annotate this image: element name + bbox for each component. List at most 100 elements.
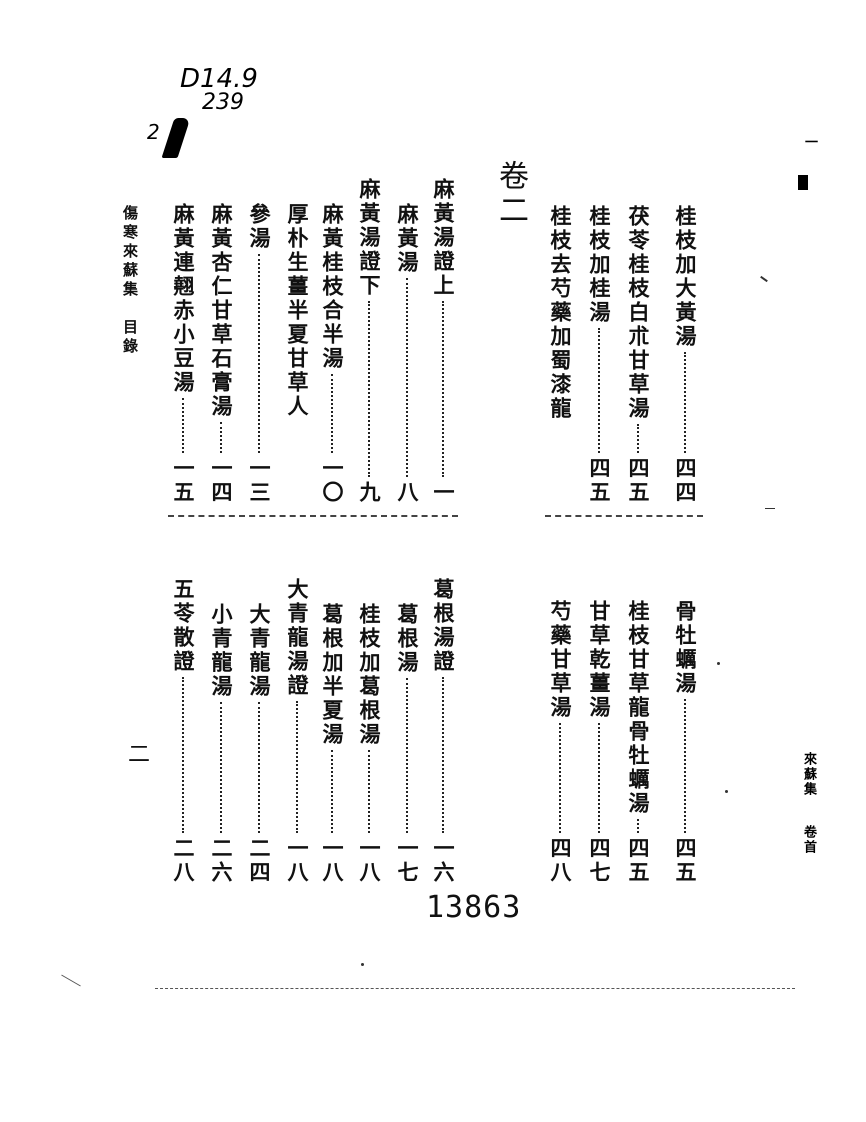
dot-leader xyxy=(258,702,260,833)
page-number: 一〇 xyxy=(320,457,345,505)
page-number: 一四 xyxy=(209,457,234,505)
entry-title: 葛根加半夏湯 xyxy=(320,603,345,747)
handwritten-note-line2: 239 xyxy=(202,90,244,115)
page-number: 一六 xyxy=(431,837,456,885)
entry-title: 參湯 xyxy=(247,203,272,251)
scan-speck xyxy=(717,662,720,665)
dot-leader xyxy=(598,328,600,453)
page-number: 一七 xyxy=(395,837,420,885)
right-margin-label-1: 來蘇集 xyxy=(801,752,816,797)
dot-leader xyxy=(442,301,444,477)
toc-entry: 葛根湯 一七 xyxy=(394,603,420,885)
page-number: 八 xyxy=(395,481,420,505)
section-divider-left xyxy=(168,515,458,517)
page-number: 一八 xyxy=(320,837,345,885)
dot-leader xyxy=(220,422,222,453)
entry-title: 麻黃桂枝合半湯 xyxy=(320,203,345,371)
handwritten-note-line3: 2 xyxy=(147,120,160,144)
dot-leader xyxy=(406,278,408,477)
entry-title: 大青龍湯 xyxy=(247,603,272,699)
toc-entry: 五苓散證 二八 xyxy=(170,578,196,885)
entry-title: 芍藥甘草湯 xyxy=(548,600,573,720)
dot-leader xyxy=(258,254,260,453)
page-number: 一五 xyxy=(171,457,196,505)
volume-heading: 卷二 xyxy=(493,160,528,228)
entry-title: 桂枝甘草龍骨牡蠣湯 xyxy=(626,600,651,816)
page-number: 四四 xyxy=(673,457,698,505)
entry-title: 小青龍湯 xyxy=(209,603,234,699)
toc-entry: 小青龍湯 二六 xyxy=(208,603,234,885)
right-margin-top-mark: 一 xyxy=(802,135,817,150)
toc-entry: 麻黃湯 八 xyxy=(394,203,420,505)
entry-title: 葛根湯證 xyxy=(431,578,456,674)
dot-leader xyxy=(637,819,639,833)
dot-leader xyxy=(684,352,686,453)
dot-leader xyxy=(182,398,184,453)
dot-leader xyxy=(220,702,222,833)
toc-entry: 桂枝甘草龍骨牡蠣湯 四五 xyxy=(625,600,651,885)
toc-entry: 大青龍湯 二四 xyxy=(246,603,272,885)
page-number: 四八 xyxy=(548,837,573,885)
dot-leader xyxy=(296,701,298,833)
dot-leader xyxy=(442,677,444,833)
toc-entry: 麻黃杏仁甘草石膏湯 一四 xyxy=(208,203,234,505)
accession-stamp: 13863 xyxy=(426,890,522,925)
page-corner-line xyxy=(61,974,81,987)
entry-title: 麻黃湯證下 xyxy=(357,178,382,298)
right-margin-block xyxy=(798,175,808,190)
toc-entry: 葛根湯證 一六 xyxy=(430,578,456,885)
scan-speck xyxy=(725,790,728,793)
page-number: 二八 xyxy=(171,837,196,885)
toc-entry: 桂枝加大黃湯 四四 xyxy=(672,205,698,505)
book-title: 傷寒來蘇集 目錄 xyxy=(121,205,139,357)
toc-entry: 芍藥甘草湯 四八 xyxy=(547,600,573,885)
entry-title: 麻黃連翹赤小豆湯 xyxy=(171,203,196,395)
toc-entry: 桂枝去芍藥加蜀漆龍 xyxy=(547,205,573,505)
section-divider-right xyxy=(545,515,703,517)
page-number: 一 xyxy=(431,481,456,505)
entry-title: 桂枝去芍藥加蜀漆龍 xyxy=(548,205,573,421)
folio-number: 二 xyxy=(124,742,149,764)
toc-entry: 厚朴生薑半夏甘草人 xyxy=(284,203,310,505)
toc-entry: 參湯 一三 xyxy=(246,203,272,505)
entry-title: 五苓散證 xyxy=(171,578,196,674)
scan-speck xyxy=(765,508,775,509)
page-number: 一三 xyxy=(247,457,272,505)
entry-title: 骨牡蠣湯 xyxy=(673,600,698,696)
page-edge-line xyxy=(155,988,795,989)
toc-entry: 桂枝加葛根湯 一八 xyxy=(356,603,382,885)
page-number: 四五 xyxy=(673,837,698,885)
ink-blot-mark xyxy=(161,118,191,158)
entry-title: 麻黃杏仁甘草石膏湯 xyxy=(209,203,234,419)
page-number: 四五 xyxy=(626,837,651,885)
page-number: 二六 xyxy=(209,837,234,885)
toc-entry: 麻黃連翹赤小豆湯 一五 xyxy=(170,203,196,505)
dot-leader xyxy=(406,678,408,833)
page-number: 一八 xyxy=(285,837,310,885)
toc-entry: 葛根加半夏湯 一八 xyxy=(319,603,345,885)
page-number: 四五 xyxy=(626,457,651,505)
entry-title: 桂枝加葛根湯 xyxy=(357,603,382,747)
toc-entry: 茯苓桂枝白朮甘草湯 四五 xyxy=(625,205,651,505)
dot-leader xyxy=(331,750,333,833)
toc-entry: 麻黃桂枝合半湯 一〇 xyxy=(319,203,345,505)
dot-leader xyxy=(559,723,561,833)
entry-title: 桂枝加大黃湯 xyxy=(673,205,698,349)
entry-title: 甘草乾薑湯 xyxy=(587,600,612,720)
scan-speck xyxy=(361,963,364,966)
dot-leader xyxy=(331,374,333,453)
dot-leader xyxy=(368,301,370,477)
entry-title: 大青龍湯證 xyxy=(285,578,310,698)
dot-leader xyxy=(368,750,370,833)
toc-entry: 大青龍湯證 一八 xyxy=(284,578,310,885)
entry-title: 麻黃湯證上 xyxy=(431,178,456,298)
scan-speck xyxy=(760,275,768,283)
handwritten-note-line1: D14.9 xyxy=(180,64,258,94)
toc-entry: 麻黃湯證上 一 xyxy=(430,178,456,505)
page-number: 二四 xyxy=(247,837,272,885)
toc-entry: 骨牡蠣湯 四五 xyxy=(672,600,698,885)
entry-title: 桂枝加桂湯 xyxy=(587,205,612,325)
page-number: 四七 xyxy=(587,837,612,885)
dot-leader xyxy=(182,677,184,833)
